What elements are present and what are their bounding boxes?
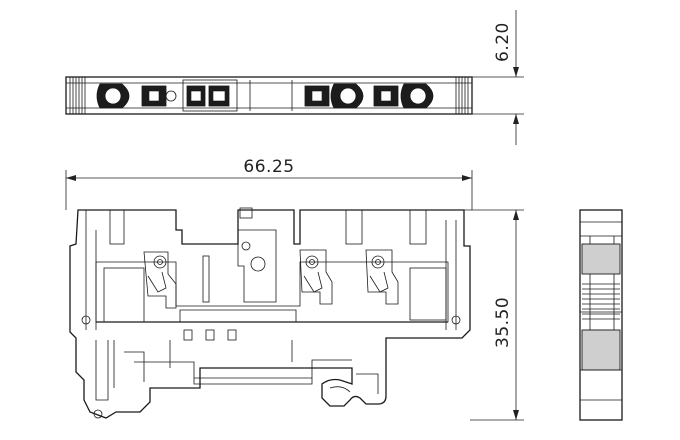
front-view-inner-frame	[95, 261, 449, 323]
front-view-housing	[69, 209, 471, 419]
top-view-screw-1	[165, 90, 177, 102]
dimension-front-height: 35.50	[464, 209, 524, 421]
front-view-center-screw	[250, 256, 266, 272]
front-view-clamp-2	[299, 249, 333, 305]
front-view-center-block	[237, 229, 277, 303]
front-view-hole-right	[451, 315, 461, 325]
top-view-outline	[65, 76, 473, 115]
front-view-rail-channel	[134, 359, 352, 385]
side-view-ribs	[582, 283, 620, 320]
side-view-outline	[579, 209, 623, 421]
top-view-ribs-left	[69, 77, 86, 114]
front-view-pocket-left	[103, 267, 145, 323]
front-view-clamp-3	[365, 249, 399, 305]
front-view-notch-3	[409, 209, 427, 245]
top-view-ribs-right	[455, 77, 469, 114]
top-view	[65, 76, 473, 115]
dimension-top-height: 6.20	[472, 10, 524, 145]
dimension-front-width: 66.25	[65, 157, 473, 210]
dimension-front-width-label: 66.25	[243, 157, 294, 177]
dimension-top-height-label: 6.20	[493, 22, 513, 62]
side-view-section-lower	[581, 329, 621, 371]
front-view-hole-left	[81, 315, 91, 325]
side-view	[579, 209, 623, 421]
dimension-front-height-label: 35.50	[493, 297, 513, 348]
side-view-section-upper	[581, 243, 621, 275]
top-view-center-block	[182, 79, 238, 112]
front-view-notch-2	[345, 209, 363, 245]
front-view	[69, 207, 471, 419]
front-view-pocket-right	[409, 267, 447, 321]
front-view-clamp-1	[143, 251, 177, 309]
front-view-divider	[202, 255, 210, 303]
front-view-notch-1	[109, 209, 125, 245]
